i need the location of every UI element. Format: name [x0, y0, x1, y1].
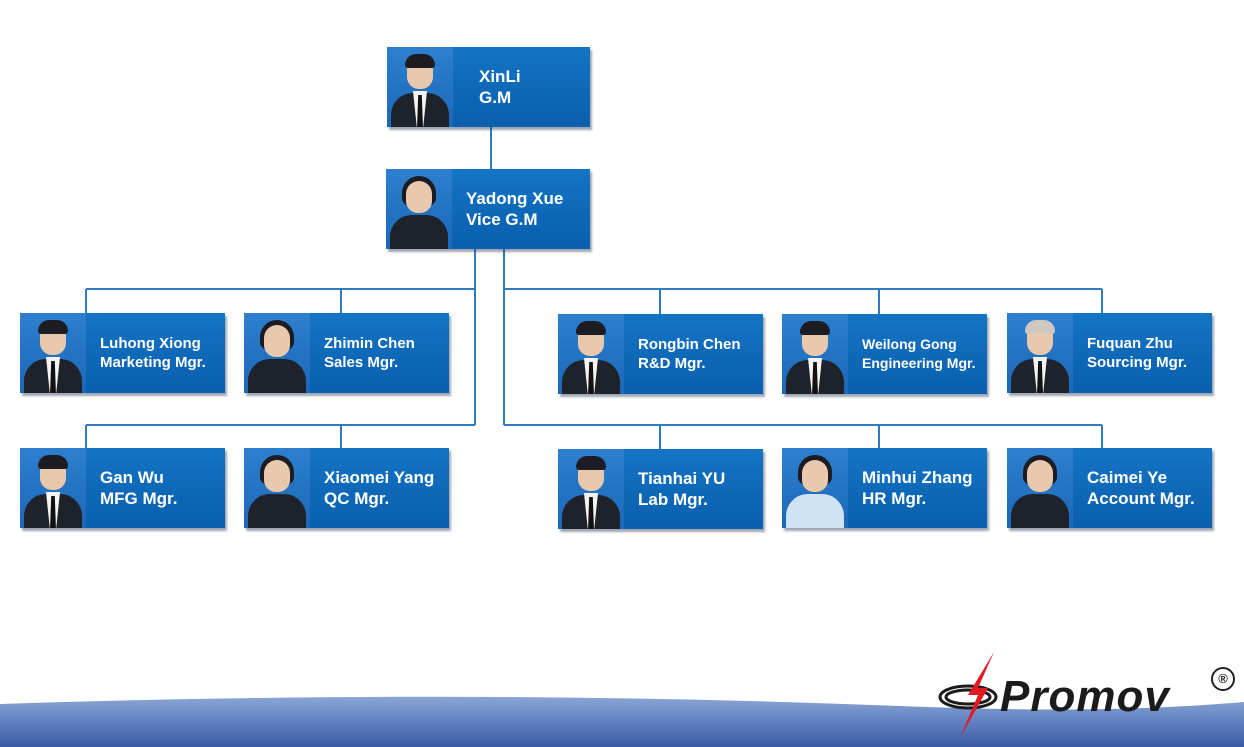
vgm-name: Yadong Xue [466, 189, 564, 208]
name: Fuquan Zhu [1087, 335, 1173, 352]
photo-minhui-zhang [782, 448, 848, 528]
title: Sales Mgr. [324, 354, 399, 371]
photo-caimei-ye [1007, 448, 1073, 528]
name: Gan Wu [100, 468, 164, 487]
photo-fuquan-zhu [1007, 313, 1073, 393]
name: Caimei Ye [1087, 468, 1168, 487]
gm-title: G.M [479, 88, 512, 107]
photo-gm [387, 47, 453, 127]
photo-luhong-xiong [20, 313, 86, 393]
registered-mark: ® [1211, 667, 1235, 691]
photo-xiaomei-yang [244, 448, 310, 528]
name: Tianhai YU [638, 469, 726, 488]
title: Lab Mgr. [638, 490, 708, 509]
card-gan-wu: Gan Wu MFG Mgr. [20, 448, 225, 528]
title: MFG Mgr. [100, 489, 178, 508]
footer-wave [0, 696, 1244, 747]
logo-brand: Promov [1000, 672, 1170, 721]
title: Sourcing Mgr. [1087, 354, 1188, 371]
title: Engineering Mgr. [862, 355, 976, 371]
name: Weilong Gong [862, 336, 957, 352]
gm-name: XinLi [479, 67, 521, 86]
title: Marketing Mgr. [100, 354, 206, 371]
title: HR Mgr. [862, 489, 927, 508]
name: Xiaomei Yang [324, 468, 435, 487]
card-caimei-ye: Caimei Ye Account Mgr. [1007, 448, 1212, 528]
title: Account Mgr. [1087, 489, 1195, 508]
promov-logo-icon [938, 652, 998, 738]
card-xiaomei-yang: Xiaomei Yang QC Mgr. [244, 448, 449, 528]
photo-rongbin-chen [558, 314, 624, 394]
photo-zhimin-chen [244, 313, 310, 393]
card-minhui-zhang: Minhui Zhang HR Mgr. [782, 448, 987, 528]
name: Rongbin Chen [638, 336, 741, 353]
name: Luhong Xiong [100, 335, 201, 352]
photo-vice-gm [386, 169, 452, 249]
card-tianhai-yu: Tianhai YU Lab Mgr. [558, 449, 763, 529]
photo-gan-wu [20, 448, 86, 528]
name: Zhimin Chen [324, 335, 415, 352]
title: R&D Mgr. [638, 355, 706, 372]
photo-weilong-gong [782, 314, 848, 394]
vgm-title: Vice G.M [466, 210, 538, 229]
photo-tianhai-yu [558, 449, 624, 529]
name: Minhui Zhang [862, 468, 973, 487]
title: QC Mgr. [324, 489, 390, 508]
